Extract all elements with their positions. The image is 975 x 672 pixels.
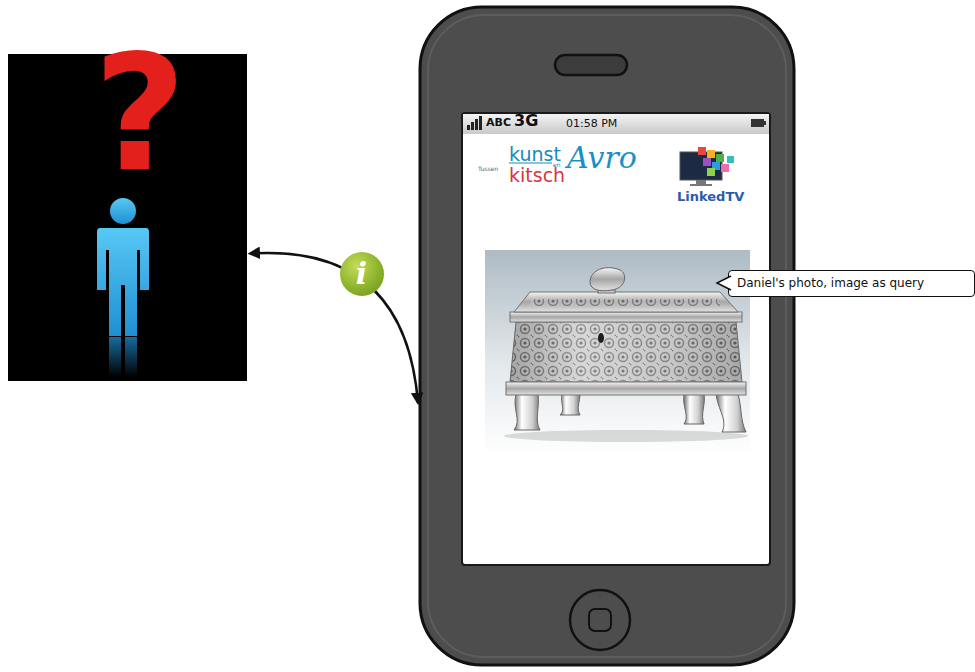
- logo-text: kitsch: [509, 166, 565, 185]
- callout-box: Daniel's photo, image as query: [728, 270, 975, 297]
- question-panel: ?: [8, 54, 247, 381]
- clock-time: 01:58 PM: [566, 118, 617, 129]
- question-mark: ?: [80, 34, 200, 194]
- phone-outline: [418, 5, 796, 668]
- logo-text: Tussen: [478, 166, 498, 172]
- double-arrow: [250, 253, 418, 403]
- info-icon: i: [340, 252, 384, 296]
- logo-text: Avro: [567, 143, 637, 173]
- phone-device: ABC3G01:58 PMTussenkunstenkitschAvroLink…: [418, 5, 796, 668]
- callout-text: Daniel's photo, image as query: [729, 271, 974, 296]
- logo-text: LinkedTV: [677, 190, 744, 203]
- network-type: 3G: [514, 113, 538, 129]
- carrier-name: ABC: [486, 117, 511, 128]
